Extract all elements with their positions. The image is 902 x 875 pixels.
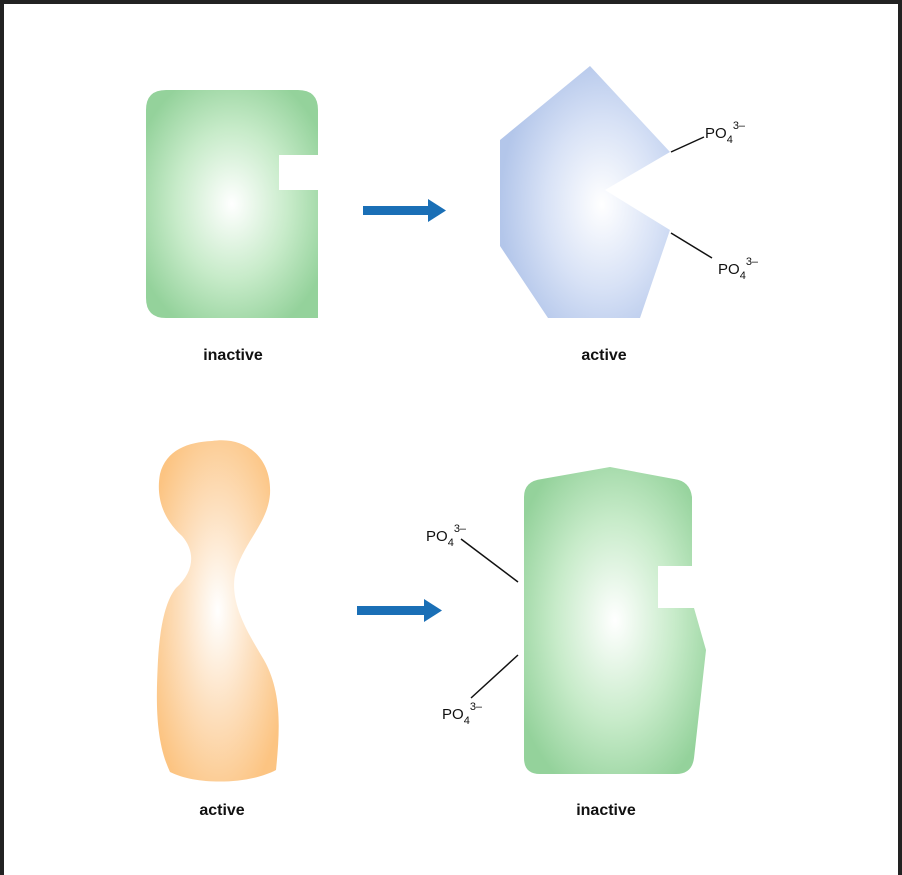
phosphate-bond-line [460, 538, 519, 583]
state-label-active: active [199, 802, 244, 819]
phosphate-label: PO43– [718, 256, 759, 282]
conversion-arrow-bottom [357, 599, 442, 622]
phosphate-bond-line [670, 136, 705, 153]
phosphate-label: PO43– [442, 701, 483, 727]
inactive-protein-shape-green [146, 90, 318, 318]
state-label-inactive: inactive [203, 347, 263, 364]
phosphate-label: PO43– [426, 523, 467, 549]
phosphate-bond-line [470, 654, 519, 699]
conversion-arrow-top [363, 199, 446, 222]
active-protein-shape-orange [156, 440, 279, 782]
state-label-active: active [581, 347, 626, 364]
active-protein-shape-blue [500, 66, 670, 318]
inactive-protein-shape-green [524, 467, 706, 774]
phosphate-label: PO43– [705, 120, 746, 146]
state-label-inactive: inactive [576, 802, 636, 819]
phosphate-bond-line [670, 232, 713, 259]
